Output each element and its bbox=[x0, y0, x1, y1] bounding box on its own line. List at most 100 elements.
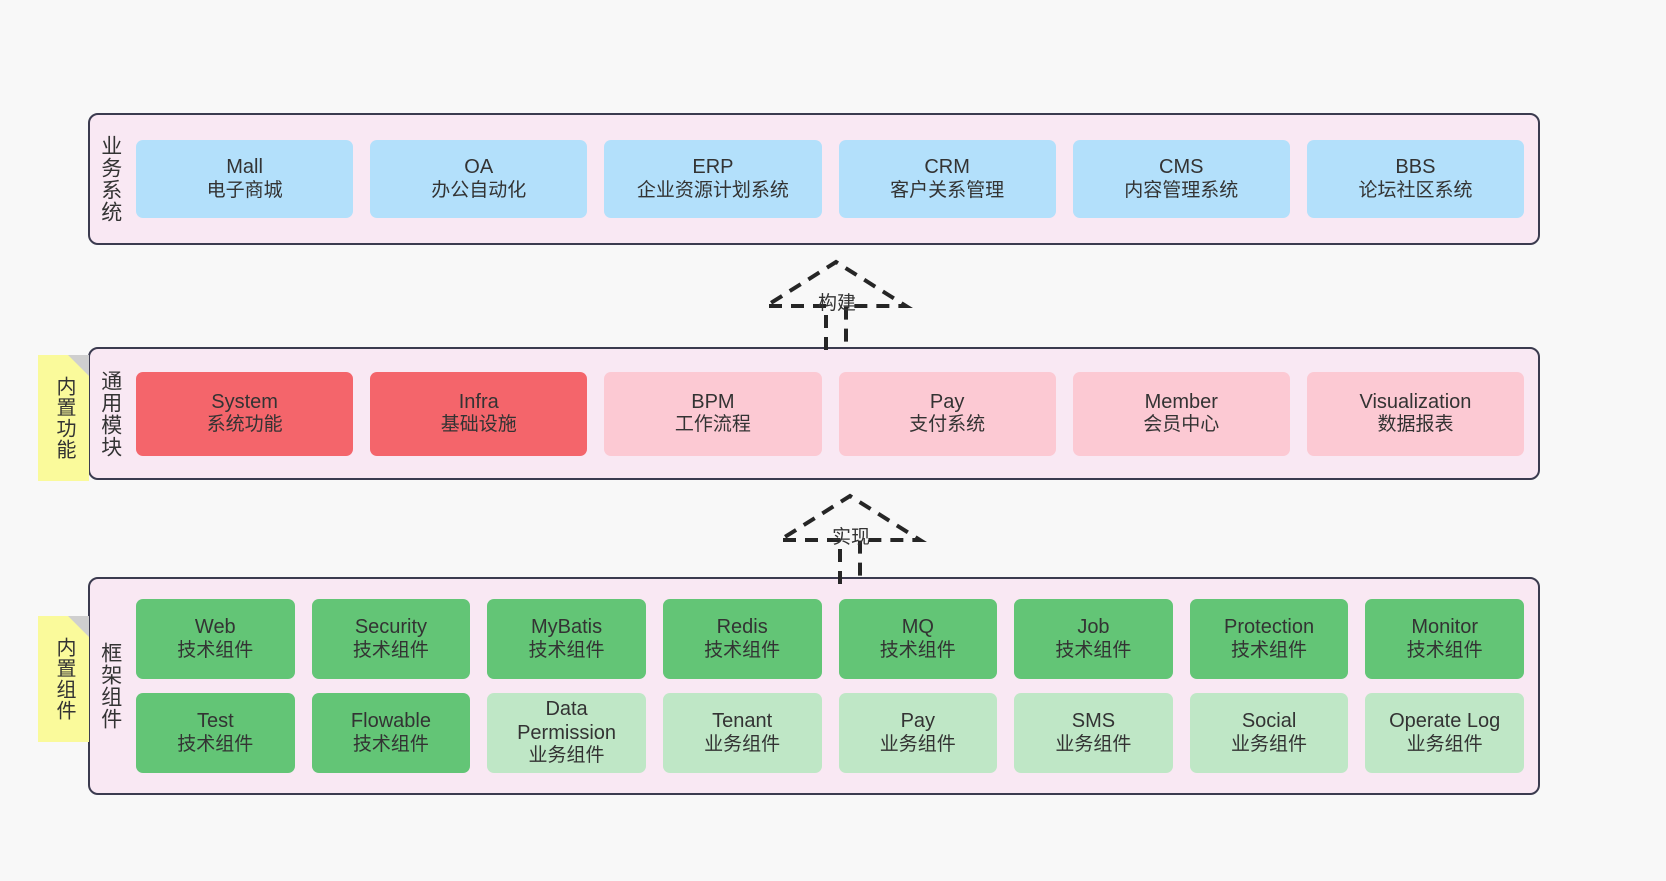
card-subtitle: 业务组件 bbox=[1055, 733, 1132, 755]
framework-component-layer: 框架组件 Web 技术组件 Security 技术组件 MyBatis 技术组件… bbox=[88, 577, 1540, 795]
card-title: Test bbox=[196, 710, 234, 732]
card-title: Pay bbox=[929, 390, 965, 413]
card-subtitle: 技术组件 bbox=[177, 639, 254, 661]
card-subtitle: 技术组件 bbox=[1406, 639, 1483, 661]
connector-implement: 实现 bbox=[770, 492, 930, 584]
card-subtitle: 基础设施 bbox=[440, 414, 517, 436]
framework-component-layer-title: 框架组件 bbox=[98, 642, 122, 730]
business-card-crm[interactable]: CRM 客户关系管理 bbox=[838, 140, 1056, 218]
sticky-note-builtin-component: 内置组件 bbox=[38, 616, 89, 742]
card-subtitle: 技术组件 bbox=[704, 639, 781, 661]
card-title: Mall bbox=[226, 156, 263, 178]
sticky-note-builtin-function: 内置功能 bbox=[38, 355, 89, 481]
card-title: Flowable bbox=[350, 710, 431, 732]
note-fold-icon bbox=[68, 355, 89, 376]
card-title: Visualization bbox=[1359, 390, 1472, 413]
connector-build: 构建 bbox=[756, 258, 916, 350]
framework-card-monitor[interactable]: Monitor 技术组件 bbox=[1365, 599, 1524, 679]
card-subtitle: 论坛社区系统 bbox=[1358, 179, 1473, 201]
card-subtitle: 企业资源计划系统 bbox=[636, 179, 789, 201]
module-card-member[interactable]: Member 会员中心 bbox=[1072, 371, 1290, 456]
business-card-erp[interactable]: ERP 企业资源计划系统 bbox=[604, 140, 822, 218]
build-arrow-icon bbox=[759, 259, 913, 350]
card-subtitle: 支付系统 bbox=[909, 414, 986, 436]
card-title: Member bbox=[1144, 390, 1218, 413]
business-card-mall[interactable]: Mall 电子商城 bbox=[136, 140, 354, 218]
card-title: Operate Log bbox=[1389, 710, 1501, 732]
common-module-layer: 通用模块 System 系统功能 Infra 基础设施 BPM 工作流程 Pay bbox=[88, 347, 1540, 480]
card-subtitle: 技术组件 bbox=[879, 639, 956, 661]
card-subtitle: 客户关系管理 bbox=[890, 179, 1005, 201]
module-card-infra[interactable]: Infra 基础设施 bbox=[370, 371, 588, 456]
card-title: CMS bbox=[1159, 156, 1204, 178]
framework-card-data-permission[interactable]: Data Permission 业务组件 bbox=[487, 693, 646, 773]
card-subtitle: 技术组件 bbox=[177, 733, 254, 755]
card-title: Social bbox=[1241, 710, 1297, 732]
card-subtitle: 技术组件 bbox=[1231, 639, 1308, 661]
card-subtitle: 电子商城 bbox=[206, 179, 283, 201]
card-title: OA bbox=[464, 156, 494, 178]
framework-card-security[interactable]: Security 技术组件 bbox=[311, 599, 471, 679]
card-title: CRM bbox=[924, 156, 970, 178]
card-subtitle: 业务组件 bbox=[528, 745, 605, 767]
framework-card-social[interactable]: Social 业务组件 bbox=[1189, 693, 1349, 773]
card-subtitle: 业务组件 bbox=[1406, 733, 1483, 755]
card-title: MQ bbox=[901, 616, 934, 638]
connector-build-label: 构建 bbox=[818, 293, 857, 314]
framework-card-job[interactable]: Job 技术组件 bbox=[1014, 599, 1173, 679]
card-title: Tenant bbox=[712, 710, 773, 732]
card-subtitle: 技术组件 bbox=[352, 733, 429, 755]
framework-card-redis[interactable]: Redis 技术组件 bbox=[662, 599, 822, 679]
connector-implement-label: 实现 bbox=[832, 527, 871, 548]
card-subtitle: 业务组件 bbox=[879, 733, 956, 755]
card-title: Protection bbox=[1224, 616, 1315, 638]
common-module-layer-body: System 系统功能 Infra 基础设施 BPM 工作流程 Pay 支付系统… bbox=[130, 349, 1538, 478]
framework-card-tenant[interactable]: Tenant 业务组件 bbox=[662, 693, 822, 773]
card-title: System bbox=[211, 390, 278, 413]
module-card-system[interactable]: System 系统功能 bbox=[136, 371, 354, 456]
framework-card-mybatis[interactable]: MyBatis 技术组件 bbox=[487, 599, 646, 679]
card-subtitle: 系统功能 bbox=[206, 414, 283, 436]
card-title: ERP bbox=[692, 156, 734, 178]
card-title: BPM bbox=[691, 390, 735, 413]
framework-card-mq[interactable]: MQ 技术组件 bbox=[838, 599, 998, 679]
framework-tech-row: Web 技术组件 Security 技术组件 MyBatis 技术组件 Redi… bbox=[136, 599, 1524, 679]
sticky-note-text: 内置组件 bbox=[53, 637, 75, 721]
business-system-row: Mall 电子商城 OA 办公自动化 ERP 企业资源计划系统 CRM 客户关系… bbox=[136, 140, 1525, 218]
framework-card-sms[interactable]: SMS 业务组件 bbox=[1014, 693, 1173, 773]
card-title: Security bbox=[354, 616, 428, 638]
card-title: Infra bbox=[458, 390, 499, 413]
business-system-layer: 业务系统 Mall 电子商城 OA 办公自动化 ERP 企业资源计划系统 CRM bbox=[88, 113, 1540, 245]
module-card-visualization[interactable]: Visualization 数据报表 bbox=[1306, 371, 1525, 456]
card-title: Job bbox=[1077, 616, 1110, 638]
common-module-layer-title: 通用模块 bbox=[98, 369, 122, 458]
note-fold-icon bbox=[68, 616, 89, 637]
business-card-cms[interactable]: CMS 内容管理系统 bbox=[1072, 140, 1290, 218]
business-card-bbs[interactable]: BBS 论坛社区系统 bbox=[1306, 140, 1525, 218]
framework-card-pay[interactable]: Pay 业务组件 bbox=[838, 693, 998, 773]
common-module-row: System 系统功能 Infra 基础设施 BPM 工作流程 Pay 支付系统… bbox=[136, 371, 1525, 456]
module-card-bpm[interactable]: BPM 工作流程 bbox=[604, 371, 822, 456]
card-subtitle: 技术组件 bbox=[1055, 639, 1132, 661]
card-title: Redis bbox=[716, 616, 768, 638]
card-subtitle: 工作流程 bbox=[674, 414, 751, 436]
implement-arrow-icon bbox=[773, 493, 927, 584]
framework-card-protection[interactable]: Protection 技术组件 bbox=[1189, 599, 1349, 679]
framework-component-layer-body: Web 技术组件 Security 技术组件 MyBatis 技术组件 Redi… bbox=[130, 579, 1538, 793]
card-title: Data Permission bbox=[517, 698, 617, 744]
card-subtitle: 内容管理系统 bbox=[1124, 179, 1239, 201]
business-card-oa[interactable]: OA 办公自动化 bbox=[370, 140, 588, 218]
framework-business-row: Test 技术组件 Flowable 技术组件 Data Permission … bbox=[136, 693, 1524, 773]
card-subtitle: 技术组件 bbox=[352, 639, 429, 661]
card-title: Web bbox=[194, 616, 236, 638]
card-subtitle: 业务组件 bbox=[704, 733, 781, 755]
framework-card-operate-log[interactable]: Operate Log 业务组件 bbox=[1365, 693, 1524, 773]
module-card-pay[interactable]: Pay 支付系统 bbox=[838, 371, 1056, 456]
framework-card-web[interactable]: Web 技术组件 bbox=[136, 599, 295, 679]
framework-card-test[interactable]: Test 技术组件 bbox=[136, 693, 295, 773]
business-system-layer-title: 业务系统 bbox=[98, 135, 122, 223]
card-subtitle: 办公自动化 bbox=[431, 179, 527, 201]
framework-card-flowable[interactable]: Flowable 技术组件 bbox=[311, 693, 471, 773]
card-subtitle: 技术组件 bbox=[528, 639, 605, 661]
